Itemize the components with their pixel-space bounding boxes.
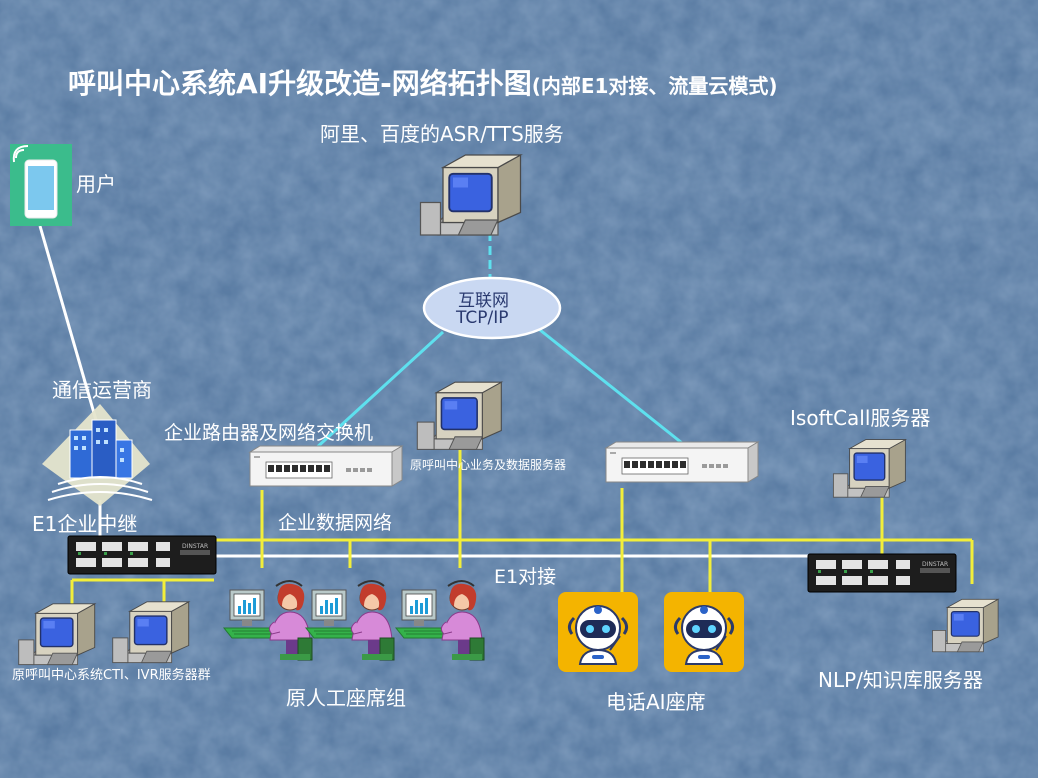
- router-switch-icon: [249, 445, 403, 487]
- gateway-brand-text: DINSTAR: [922, 561, 948, 568]
- business-data-server-icon: [416, 381, 503, 451]
- internet-label: 互联网: [458, 291, 509, 311]
- e1-gateway-left-icon: DINSTAR: [67, 535, 217, 575]
- smartphone-icon: [10, 144, 72, 226]
- data-network-label: 企业数据网络: [278, 512, 393, 534]
- internet-cloud-icon: [422, 276, 562, 340]
- asr-tts-server-icon: [419, 154, 522, 236]
- isoftcall-label: IsoftCall服务器: [790, 406, 931, 430]
- nlp-label: NLP/知识库服务器: [818, 668, 983, 692]
- ai-agents-label: 电话AI座席: [606, 690, 706, 714]
- ai-robot-icon: [556, 590, 640, 674]
- ivr-server-icon: [111, 601, 190, 664]
- data-network-links: [70, 440, 974, 604]
- isoftcall-server-icon: [832, 438, 907, 498]
- cti-server-icon: [17, 603, 96, 666]
- call-agent-icon: [395, 580, 485, 661]
- page-title: 呼叫中心系统AI升级改造-网络拓扑图(内部E1对接、流量云模式): [68, 62, 778, 102]
- network-switch-icon: [605, 441, 759, 483]
- e1-gateway-right-icon: DINSTAR: [807, 553, 957, 593]
- gateway-brand-text: DINSTAR: [182, 543, 208, 550]
- cti-ivr-label: 原呼叫中心系统CTI、IVR服务器群: [12, 668, 211, 683]
- e1-link-label: E1对接: [494, 566, 557, 588]
- internet-links: [312, 232, 683, 452]
- tcpip-label: TCP/IP: [456, 308, 509, 328]
- ai-robot-icon: [662, 590, 746, 674]
- title-sub: (内部E1对接、流量云模式): [531, 74, 778, 98]
- asr-tts-label: 阿里、百度的ASR/TTS服务: [320, 122, 564, 146]
- user-to-carrier-link: [38, 225, 98, 421]
- biz-server-label: 原呼叫中心业务及数据服务器: [410, 458, 567, 472]
- agents-label: 原人工座席组: [286, 686, 406, 710]
- call-agent-icon: [223, 580, 313, 661]
- office-building-icon: [42, 404, 153, 506]
- nlp-server-icon: [931, 598, 999, 653]
- carrier-label: 通信运营商: [52, 378, 152, 402]
- router-label: 企业路由器及网络交换机: [164, 422, 374, 444]
- e1-trunk-label: E1企业中继: [32, 512, 138, 536]
- user-label: 用户: [76, 172, 116, 196]
- title-main: 呼叫中心系统AI升级改造-网络拓扑图: [68, 67, 532, 100]
- call-agent-icon: [305, 580, 395, 661]
